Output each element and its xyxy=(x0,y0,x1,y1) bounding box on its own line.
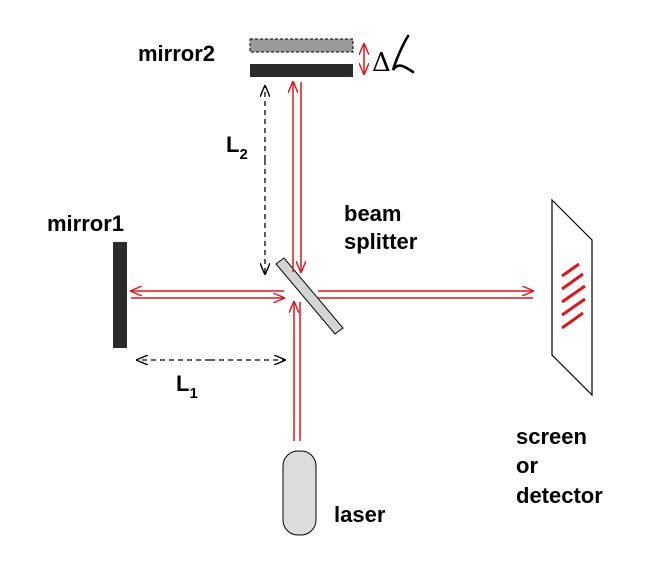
mirror1-label: mirror1 xyxy=(47,211,124,236)
delta-symbol: Δ xyxy=(372,48,391,78)
beam-splitter-label-line2: splitter xyxy=(344,229,418,254)
fringe xyxy=(561,262,580,278)
screen-label-line2: or xyxy=(516,453,538,478)
l1-label: L1 xyxy=(176,371,198,402)
mirror2-displaced xyxy=(249,38,354,53)
screen-label-line1: screen xyxy=(516,424,587,449)
mirror2 xyxy=(250,64,353,77)
l2-label-subscript: 2 xyxy=(239,146,247,163)
screen-detector xyxy=(551,198,593,397)
fringe xyxy=(561,297,586,317)
screen-label-line3: detector xyxy=(516,483,603,508)
laser-label: laser xyxy=(334,502,386,527)
l2-label: L2 xyxy=(226,132,248,163)
lambda-ell-glyph xyxy=(391,34,415,74)
mirror2-label: mirror2 xyxy=(138,41,215,66)
laser xyxy=(282,450,317,536)
beam-splitter-label-line1: beam xyxy=(344,201,401,226)
l1-label-main: L xyxy=(176,371,189,396)
fringe xyxy=(561,284,586,304)
l1-label-subscript: 1 xyxy=(189,385,197,402)
fringe xyxy=(561,311,584,330)
beam-splitter xyxy=(275,257,344,335)
mirror1 xyxy=(113,242,127,348)
l2-label-main: L xyxy=(226,132,239,157)
fringe xyxy=(561,272,584,291)
